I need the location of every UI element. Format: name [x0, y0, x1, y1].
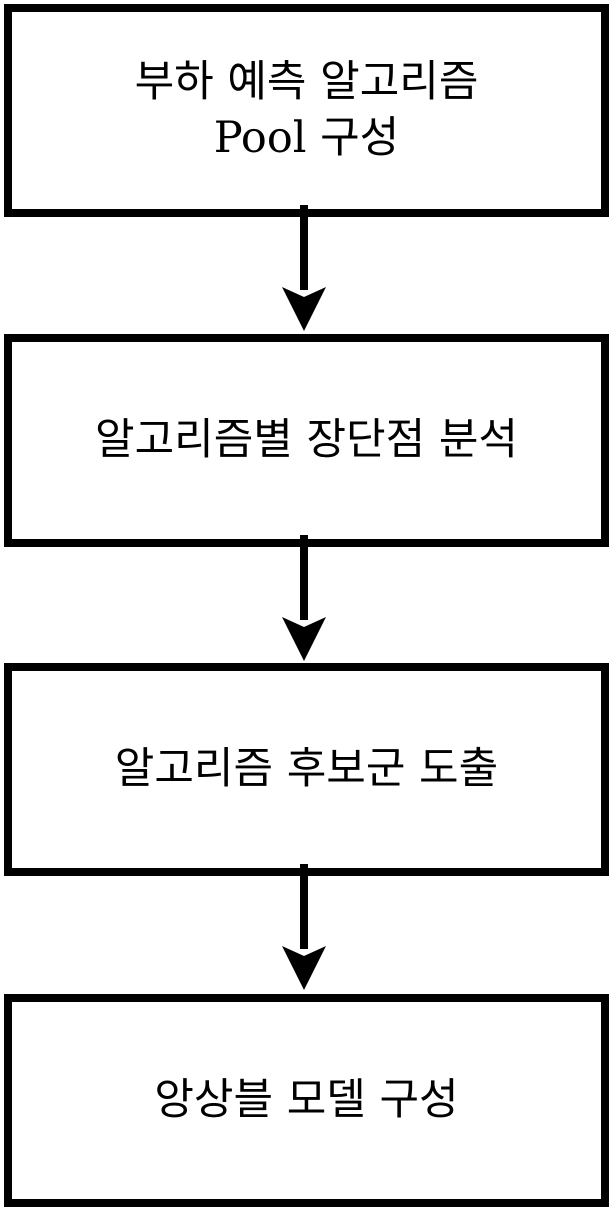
step-box-3: 알고리즘 후보군 도출 [4, 663, 609, 876]
step-box-1: 부하 예측 알고리즘 Pool 구성 [4, 4, 609, 217]
arrow-1-to-2 [282, 205, 326, 331]
step-1-line-1: 부하 예측 알고리즘 [134, 56, 479, 107]
step-4-line-1: 앙상블 모델 구성 [154, 1074, 459, 1125]
step-box-4: 앙상블 모델 구성 [4, 994, 609, 1207]
arrow-2-to-3 [282, 535, 326, 661]
step-1-line-2: Pool 구성 [213, 112, 400, 163]
step-2-line-1: 알고리즘별 장단점 분석 [95, 414, 518, 465]
arrow-3-to-4 [282, 864, 326, 990]
step-box-2: 알고리즘별 장단점 분석 [4, 334, 609, 547]
step-3-line-1: 알고리즘 후보군 도출 [114, 743, 499, 794]
